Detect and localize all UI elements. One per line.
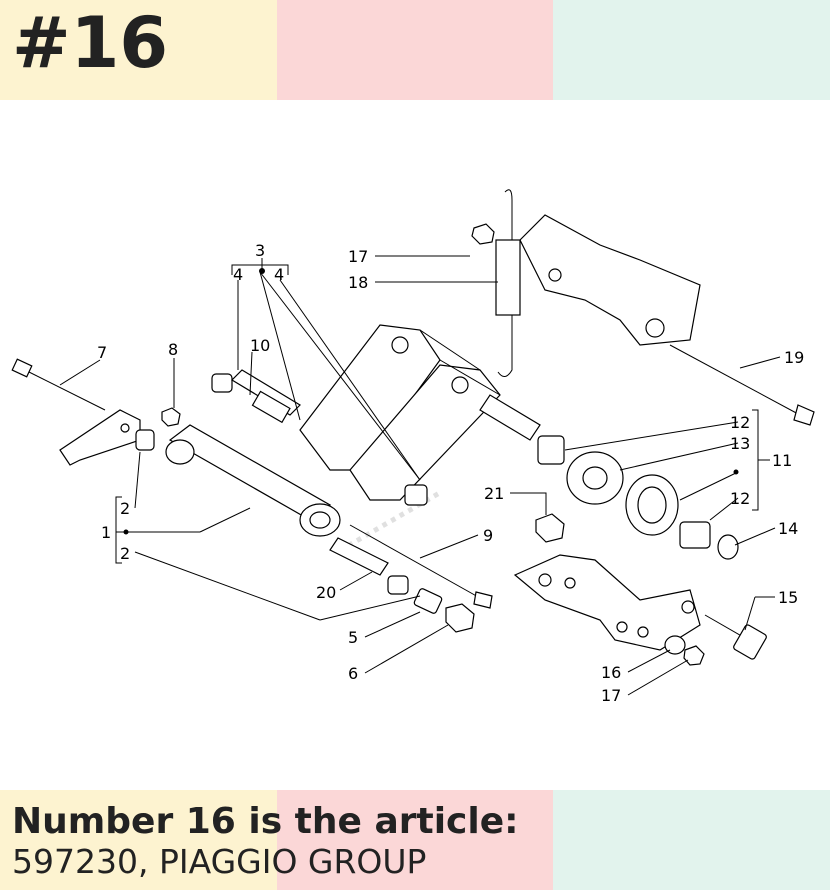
label-19: 19	[784, 348, 804, 367]
footer-article-heading: Number 16 is the article:	[12, 801, 519, 842]
washers	[135, 407, 181, 451]
band-mint	[553, 790, 830, 890]
left-bracket	[59, 409, 141, 466]
band-yellow	[0, 0, 277, 100]
lower-left-parts	[329, 524, 493, 633]
footer-band	[0, 790, 830, 890]
lower-bracket	[513, 554, 767, 660]
parts-diagram: ···········	[11, 189, 815, 705]
band-pink	[276, 790, 554, 890]
label-4-right: 4	[274, 265, 284, 284]
band-mint	[553, 0, 830, 100]
label-4-left: 4	[233, 265, 243, 284]
label-17-top: 17	[348, 247, 368, 266]
frame-bracket	[519, 214, 815, 426]
label-3: 3	[255, 241, 265, 260]
label-2-bottom: 2	[120, 544, 130, 563]
label-18: 18	[348, 273, 368, 292]
label-15: 15	[778, 588, 798, 607]
leader-lines	[59, 255, 781, 696]
label-16: 16	[601, 663, 621, 682]
label-10: 10	[250, 336, 270, 355]
label-8: 8	[168, 340, 178, 359]
label-14: 14	[778, 519, 798, 538]
bolt-7	[11, 358, 106, 411]
label-11: 11	[772, 451, 792, 470]
footer-article-number: 597230, PIAGGIO GROUP	[12, 842, 427, 881]
spring-18	[495, 189, 521, 377]
header-band	[0, 0, 830, 100]
label-1: 1	[101, 523, 111, 542]
page-title: #16	[12, 2, 169, 84]
nut-21	[535, 513, 565, 543]
label-5: 5	[348, 628, 358, 647]
bushings-left	[211, 369, 428, 506]
label-7: 7	[97, 343, 107, 362]
label-9: 9	[483, 526, 493, 545]
band-pink	[276, 0, 554, 100]
nuts-lower	[664, 635, 705, 666]
label-20: 20	[316, 583, 336, 602]
label-2-top: 2	[120, 499, 130, 518]
label-6: 6	[348, 664, 358, 683]
label-13: 13	[730, 434, 750, 453]
label-12-top: 12	[730, 413, 750, 432]
swing-arm	[299, 324, 501, 501]
shaft-right	[479, 394, 739, 560]
label-21: 21	[484, 484, 504, 503]
label-12-bottom: 12	[730, 489, 750, 508]
band-yellow	[0, 790, 277, 890]
axle-1	[165, 424, 341, 537]
nut-17-top	[471, 223, 495, 245]
label-17-bottom: 17	[601, 686, 621, 705]
